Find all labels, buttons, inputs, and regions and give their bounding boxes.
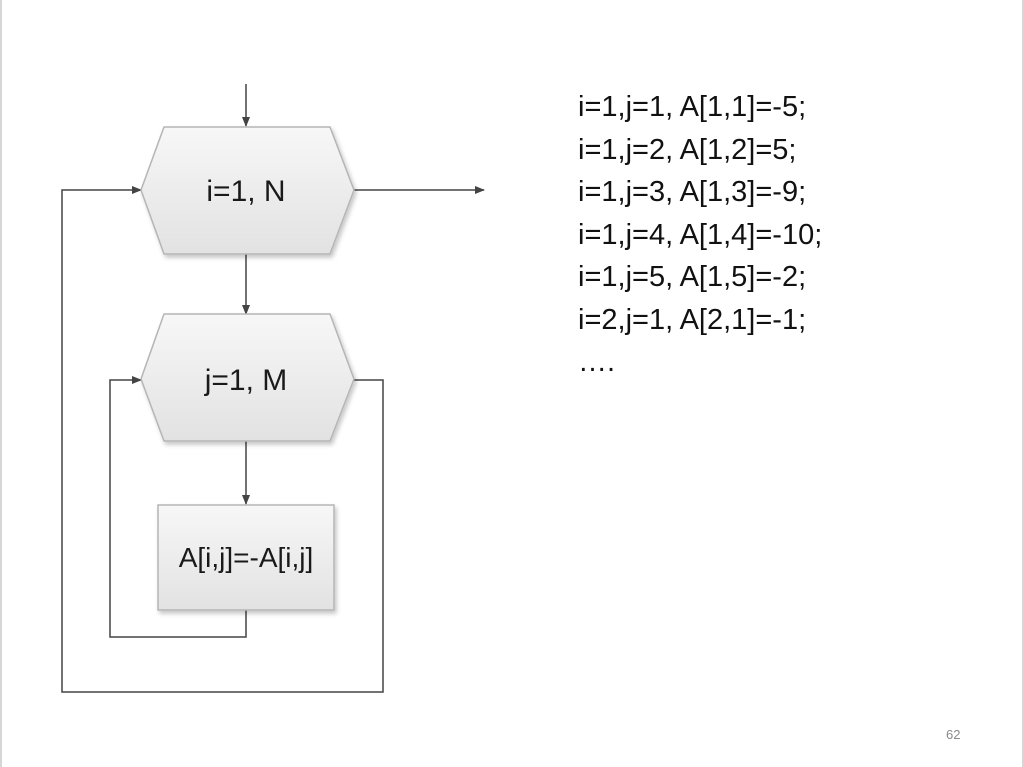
outer-loop-back-line [61,186,384,693]
inner-loop-label: j=1, M [204,364,288,397]
process-label: A[i,j]=-A[i,j] [179,542,314,573]
inner-loop-node: j=1, M [140,313,355,442]
inner-loop-back-line [109,376,247,638]
slide-left-edge [0,0,2,767]
process-node: A[i,j]=-A[i,j] [157,504,335,611]
outer-loop-node: i=1, N [140,126,355,255]
trace-line: i=1,j=1, A[1,1]=-5; [578,91,807,123]
trace-line: i=2,j=1, A[2,1]=-1; [578,303,807,336]
trace-line: i=1,j=2, A[1,2]=5; [578,133,797,166]
trace-line: i=1,j=4, A[1,4]=-10; [578,218,823,251]
page-number: 62 [946,727,961,742]
trace-line: i=1,j=3, A[1,3]=-9; [578,176,807,208]
outer-loop-label: i=1, N [206,175,285,208]
trace-ellipsis: …. [578,346,616,378]
slide-right-edge [1022,0,1024,767]
trace-list: i=1,j=1, A[1,1]=-5; i=1,j=2, A[1,2]=5; i… [578,86,822,384]
trace-line: i=1,j=5, A[1,5]=-2; [578,261,807,293]
